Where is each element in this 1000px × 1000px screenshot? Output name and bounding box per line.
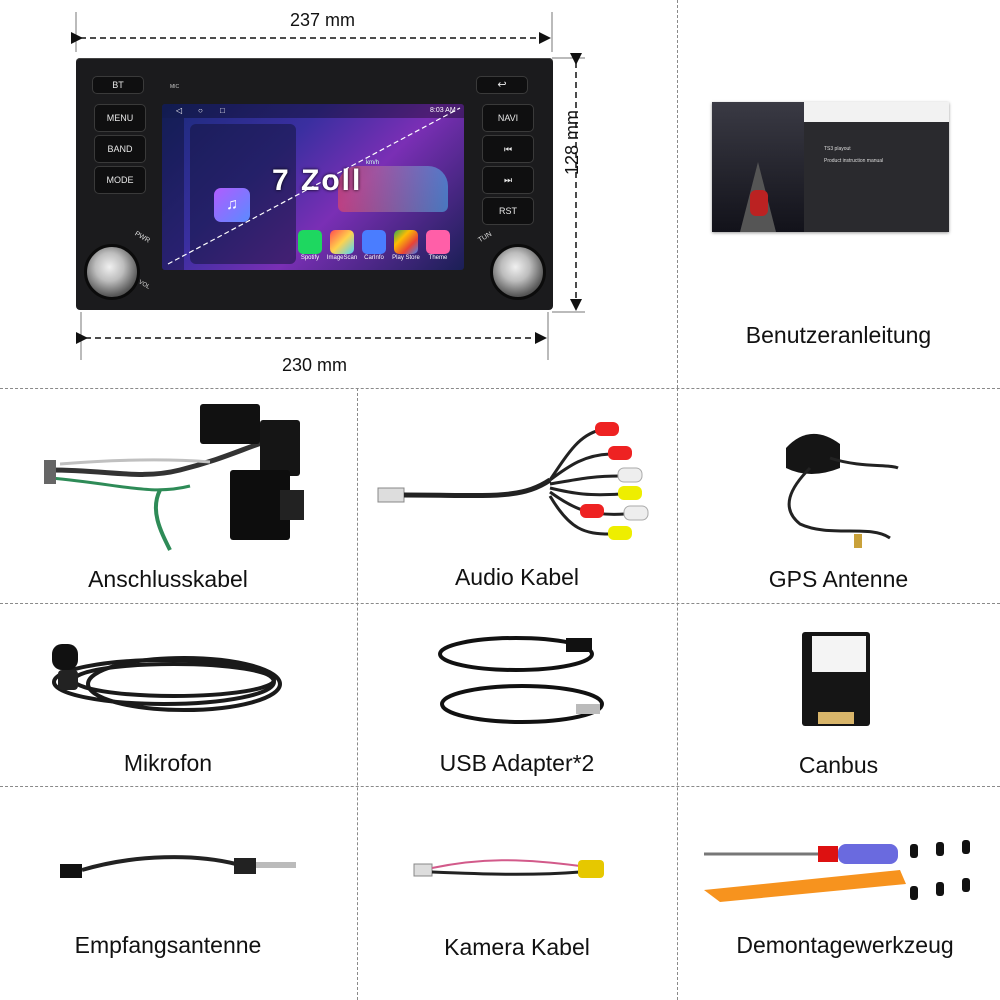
car-render (338, 166, 448, 212)
manual-label: Benutzeranleitung (745, 322, 932, 348)
item-label-audio-cable: Audio Kabel (454, 564, 580, 590)
dimension-height: 128 mm (562, 109, 582, 175)
app-label-theme: Theme (428, 255, 448, 261)
spotify-app-icon[interactable] (298, 230, 322, 254)
item-label-harness: Anschlusskabel (88, 566, 248, 592)
radio-antenna-icon (60, 855, 296, 878)
canbus-connector (818, 712, 854, 724)
divider-col-2 (677, 388, 678, 1000)
back-nav-icon[interactable]: ◁ (176, 106, 183, 115)
app-label-carinfo: CarInfo (364, 255, 384, 261)
status-bar (162, 104, 464, 118)
vol-label: VOL (137, 279, 151, 291)
band-button[interactable]: BAND (94, 135, 146, 163)
manual-heading: TS3 playout (824, 146, 851, 152)
item-label-camera-cable: Kamera Kabel (444, 934, 590, 960)
canbus-label-sticker (812, 636, 866, 672)
speed-unit: km/h (366, 160, 380, 166)
mic-label: MIC (170, 84, 180, 90)
microphone-icon (52, 644, 282, 712)
removal-tool-icon (704, 840, 970, 902)
divider-col-1 (357, 388, 358, 1000)
bt-button[interactable]: BT (92, 76, 144, 94)
manual-subtitle: Product instruction manual (824, 158, 884, 164)
head-unit-screen[interactable]: ◁ ○ □ 8:03 AM ♫ km/h 7 Zoll Spotify Imag… (162, 104, 464, 270)
dimension-arrows (71, 12, 585, 360)
divider-row-1 (0, 388, 1000, 389)
item-label-microphone: Mikrofon (123, 750, 213, 776)
home-nav-icon[interactable]: ○ (198, 106, 203, 115)
rst-button[interactable]: RST (482, 197, 534, 225)
dimension-width-top: 237 mm (290, 10, 356, 30)
item-label-canbus: Canbus (798, 752, 879, 778)
manual-image: TS3 playout Product instruction manual (712, 102, 949, 232)
theme-app-icon[interactable] (426, 230, 450, 254)
usb-adapter-icon (438, 636, 604, 724)
app-label-play-store: Play Store (392, 255, 420, 261)
navi-button[interactable]: NAVI (482, 104, 534, 132)
manual-page (804, 122, 949, 232)
back-button[interactable]: ↩ (476, 76, 528, 94)
divider-col-a (677, 0, 678, 388)
play-store-app-icon[interactable] (394, 230, 418, 254)
harness-cable-icon (44, 404, 304, 551)
camera-cable-icon (413, 859, 604, 878)
recents-nav-icon[interactable]: □ (220, 106, 225, 115)
menu-button[interactable]: MENU (94, 104, 146, 132)
carinfo-app-icon[interactable] (362, 230, 386, 254)
prev-track-button[interactable]: ⏮ (482, 135, 534, 163)
music-app-icon[interactable]: ♫ (214, 188, 250, 222)
screen-sidebar (162, 118, 184, 270)
screen-diagonal-arrow (167, 107, 461, 265)
tun-label: TUN (477, 230, 494, 245)
manual-car-shape (750, 190, 768, 216)
volume-knob[interactable] (84, 244, 140, 300)
pwr-label: PWR (133, 230, 151, 245)
divider-row-2 (0, 603, 1000, 604)
next-track-button[interactable]: ⏭ (482, 166, 534, 194)
divider-row-3 (0, 786, 1000, 787)
item-label-usb-adapter: USB Adapter*2 (439, 750, 595, 776)
item-label-gps: GPS Antenne (768, 566, 909, 592)
imagescan-app-icon[interactable] (330, 230, 354, 254)
item-label-radio-antenna: Empfangsantenne (74, 932, 262, 958)
item-label-removal-tool: Demontagewerkzeug (736, 932, 954, 958)
status-time: 8:03 AM (430, 107, 456, 114)
app-label-imagescan: ImageScan (326, 255, 358, 261)
app-label-spotify: Spotify (300, 255, 320, 261)
gps-antenna-icon (786, 433, 899, 548)
rca-audio-cable-icon (377, 422, 649, 540)
canbus-box-icon (802, 632, 870, 726)
dimension-width-bottom: 230 mm (282, 355, 348, 375)
tuning-knob[interactable] (490, 244, 546, 300)
mode-button[interactable]: MODE (94, 166, 146, 194)
